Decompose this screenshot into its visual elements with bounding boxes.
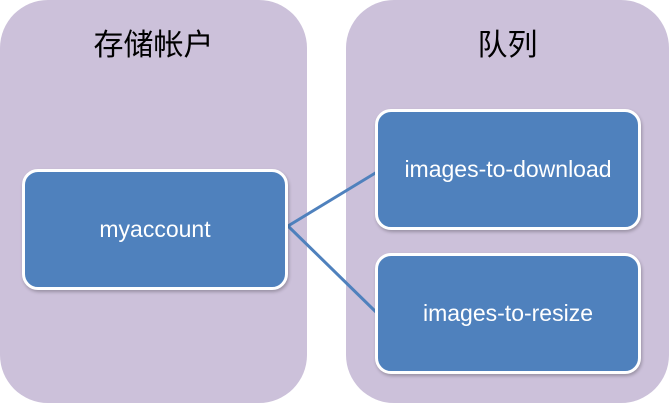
images-to-resize-node: images-to-resize bbox=[375, 253, 641, 374]
queues-title: 队列 bbox=[477, 28, 538, 63]
images-to-resize-label: images-to-resize bbox=[423, 300, 593, 326]
images-to-download-node: images-to-download bbox=[375, 109, 641, 230]
myaccount-label: myaccount bbox=[99, 216, 211, 242]
myaccount-node: myaccount bbox=[22, 169, 288, 290]
images-to-download-label: images-to-download bbox=[404, 156, 612, 182]
storage-account-title: 存储帐户 bbox=[93, 28, 214, 63]
